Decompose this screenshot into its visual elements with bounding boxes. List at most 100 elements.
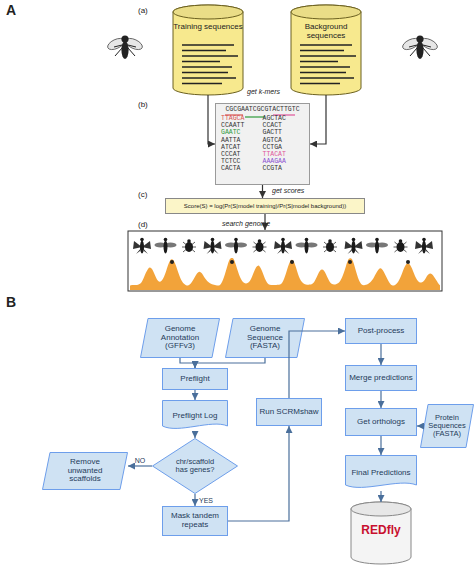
parallelogram-outline [141,319,220,358]
insect-silhouette [274,238,292,254]
node-label: Mask tandem repeats [166,512,224,530]
node-label: Preflight [180,375,209,384]
process-box: Post-process [345,318,417,344]
sequence-line [300,50,344,52]
genome-track [130,238,440,290]
cylinder-top [173,5,243,19]
flow-arrow [194,494,195,506]
step-label: (d) [138,220,148,229]
box-outline [163,507,228,536]
node-label: Score(S) = log(Pr(S|model training)/Pr(S… [184,203,346,210]
node-label: Training sequences [173,23,243,32]
edge-label: NO [135,457,146,464]
sequence-line [300,66,350,68]
process-box: Remove unwanted scaffolds [42,452,128,490]
decision-diamond-outline [153,439,238,494]
parallelogram-outline [226,319,305,358]
flow-arrow [128,465,152,466]
kmer-text: AGTCA [263,137,283,144]
sequence-line [300,44,352,46]
node-label: Merge predictions [349,374,413,383]
parallelogram-outline [421,405,474,448]
node-label: Post-process [358,327,405,336]
sequence-line [182,55,238,57]
sequence-line [182,72,228,74]
genome-panel [128,231,442,291]
step-label: get k-mers [247,88,280,95]
process-box: Protein Sequences (FASTA) [420,404,474,448]
cylinder-outline [173,5,243,95]
fly-icon [106,35,144,59]
kmer-text: TTACAT [263,151,286,158]
cylinder-node: REDfly [350,502,412,564]
cylinder-node: Training sequences [172,5,244,95]
node-label: REDfly [361,524,400,537]
step-label: (c) [138,190,147,199]
process-box: Genome Sequence (FASTA) [225,318,305,358]
flow-arrow [194,390,195,400]
sequence-line [300,72,346,74]
edge-label: YES [199,497,213,504]
flow-arrow [310,95,326,144]
insect-silhouette [182,239,196,252]
box-outline [346,366,417,391]
process-box: Run SCRMshaw [256,398,322,426]
panel-letter: B [6,294,16,310]
document-outline [163,401,228,429]
step-label: search genome [222,220,270,227]
kmer-text: CCCAT [221,151,241,158]
process-box: CGCGAATCGCGTACTTGTCTTAGCAAGCTACCCAATTCCA… [215,103,310,185]
insect-silhouette [366,238,388,254]
score-peaks [130,258,440,290]
insect-silhouette [345,238,363,254]
kmer-text: CGCGAATCGCGTACTTGTC [225,106,299,113]
kmer-text: CACTA [221,165,241,172]
kmer-text: GACTT [263,129,283,136]
insect-silhouette [296,238,318,254]
kmer-text: ATCAT [221,144,241,151]
node-shape [172,5,244,95]
sequence-line [300,61,338,63]
box-outline [216,104,310,185]
node-label: Remove unwanted scaffolds [52,458,118,484]
insect-silhouette [133,238,151,254]
process-box: Preflight [162,368,228,390]
flow-arrow [262,185,263,198]
flow-arrow [228,426,289,521]
process-box: Get orthologs [345,408,417,436]
kmer-text: CCTGA [263,144,283,151]
node-label: chr/scaffold has genes? [170,458,220,475]
cylinder-top [351,502,411,516]
process-box: Merge predictions [345,365,417,391]
sequence-line [300,55,356,57]
sequence-line [182,44,234,46]
document-outline [346,456,417,488]
box-outline [163,369,228,390]
cylinder-node: Background sequences [290,5,362,95]
sequence-line [182,66,232,68]
kmer-text: GAATC [221,129,241,136]
box-outline [346,409,417,436]
sequence-line [182,50,226,52]
box-outline [166,199,365,214]
flow-arrow [208,95,215,144]
node-label: Protein Sequences (FASTA) [426,414,468,439]
step-label: get scores [272,187,304,194]
sequence-line [182,77,236,79]
box-outline [257,399,322,426]
prediction-dot [230,260,234,264]
insect-silhouette [394,239,408,252]
panel-letter: A [6,2,16,18]
prediction-dot [170,260,174,264]
sequence-line [300,83,340,85]
sequence-line [300,77,354,79]
cylinder-outline [351,502,411,564]
node-label: Preflight Log [173,412,218,421]
flow-arrow [380,391,381,408]
prediction-dot [290,260,294,264]
node-label: Final Predictions [351,469,410,478]
process-box: Score(S) = log(Pr(S|model training)/Pr(S… [165,198,365,214]
flow-arrow [195,358,265,368]
flow-arrow [180,358,195,368]
box-outline [346,319,417,344]
